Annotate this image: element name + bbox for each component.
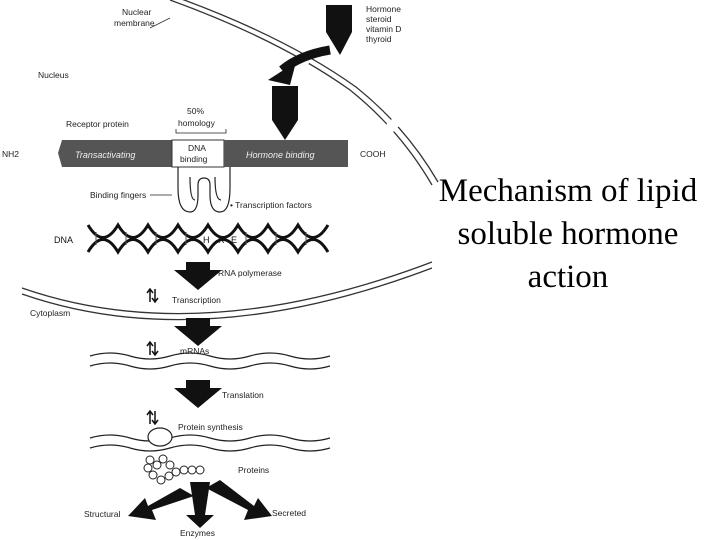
slide-caption: Mechanism of lipid soluble hormone actio… <box>418 170 718 299</box>
label-protein-synthesis: Protein synthesis <box>178 422 243 432</box>
label-nuclear-membrane-2: membrane <box>114 18 155 28</box>
label-binding-fingers: Binding fingers <box>90 190 146 200</box>
label-mrnas: mRNAs <box>180 346 209 356</box>
nuclear-membrane <box>21 0 439 321</box>
caption-line-1: Mechanism of lipid <box>438 173 698 209</box>
label-nuclear-membrane-1: Nuclear <box>122 7 151 17</box>
process-arrows <box>174 262 222 408</box>
dna-helix <box>86 222 330 255</box>
label-transactivating: Transactivating <box>75 150 135 160</box>
label-transcription: Transcription <box>172 295 221 305</box>
hormone-arrow <box>268 5 352 85</box>
label-homology-2: homology <box>178 118 216 128</box>
label-hormone-3: vitamin D <box>366 24 401 34</box>
label-dna-binding-2: binding <box>180 154 208 164</box>
label-hormone-binding: Hormone binding <box>246 150 315 160</box>
caption-line-2: soluble hormone <box>457 216 679 252</box>
receptor-protein <box>58 129 348 168</box>
label-h: H <box>203 235 210 245</box>
label-cooh: COOH <box>360 149 386 159</box>
label-proteins: Proteins <box>238 465 269 475</box>
label-transcription-factors: • Transcription factors <box>230 200 312 210</box>
label-nucleus: Nucleus <box>38 70 69 80</box>
binding-fingers <box>177 167 231 213</box>
label-hormone-1: Hormone <box>366 4 401 14</box>
label-structural: Structural <box>84 509 120 519</box>
label-secreted: Secreted <box>272 508 306 518</box>
dna-rungs <box>95 232 307 245</box>
hormone-binding-arrow <box>272 86 298 140</box>
label-e: E <box>231 235 237 245</box>
label-nh2: NH2 <box>2 149 19 159</box>
label-cytoplasm: Cytoplasm <box>30 308 70 318</box>
caption-line-3: action <box>527 259 609 295</box>
label-translation: Translation <box>222 390 264 400</box>
reversible-arrows <box>146 287 159 426</box>
label-hormone-2: steroid <box>366 14 392 24</box>
label-dna: DNA <box>54 235 73 245</box>
nuclear-membrane-leader <box>149 17 171 29</box>
label-hormone-4: thyroid <box>366 34 392 44</box>
output-arrows <box>128 480 272 528</box>
label-rna-polymerase: RNA polymerase <box>218 268 282 278</box>
label-r: R <box>218 235 225 245</box>
label-enzymes: Enzymes <box>180 528 215 538</box>
ribosome <box>147 427 173 447</box>
hormone-action-diagram: Nuclear membrane Hormone steroid vitamin… <box>2 0 439 538</box>
label-receptor-protein: Receptor protein <box>66 119 129 129</box>
label-homology-1: 50% <box>187 106 204 116</box>
membrane-pores <box>140 53 401 332</box>
protein-chain <box>143 454 205 485</box>
label-dna-binding-1: DNA <box>188 143 206 153</box>
mrna-strands <box>89 352 331 452</box>
